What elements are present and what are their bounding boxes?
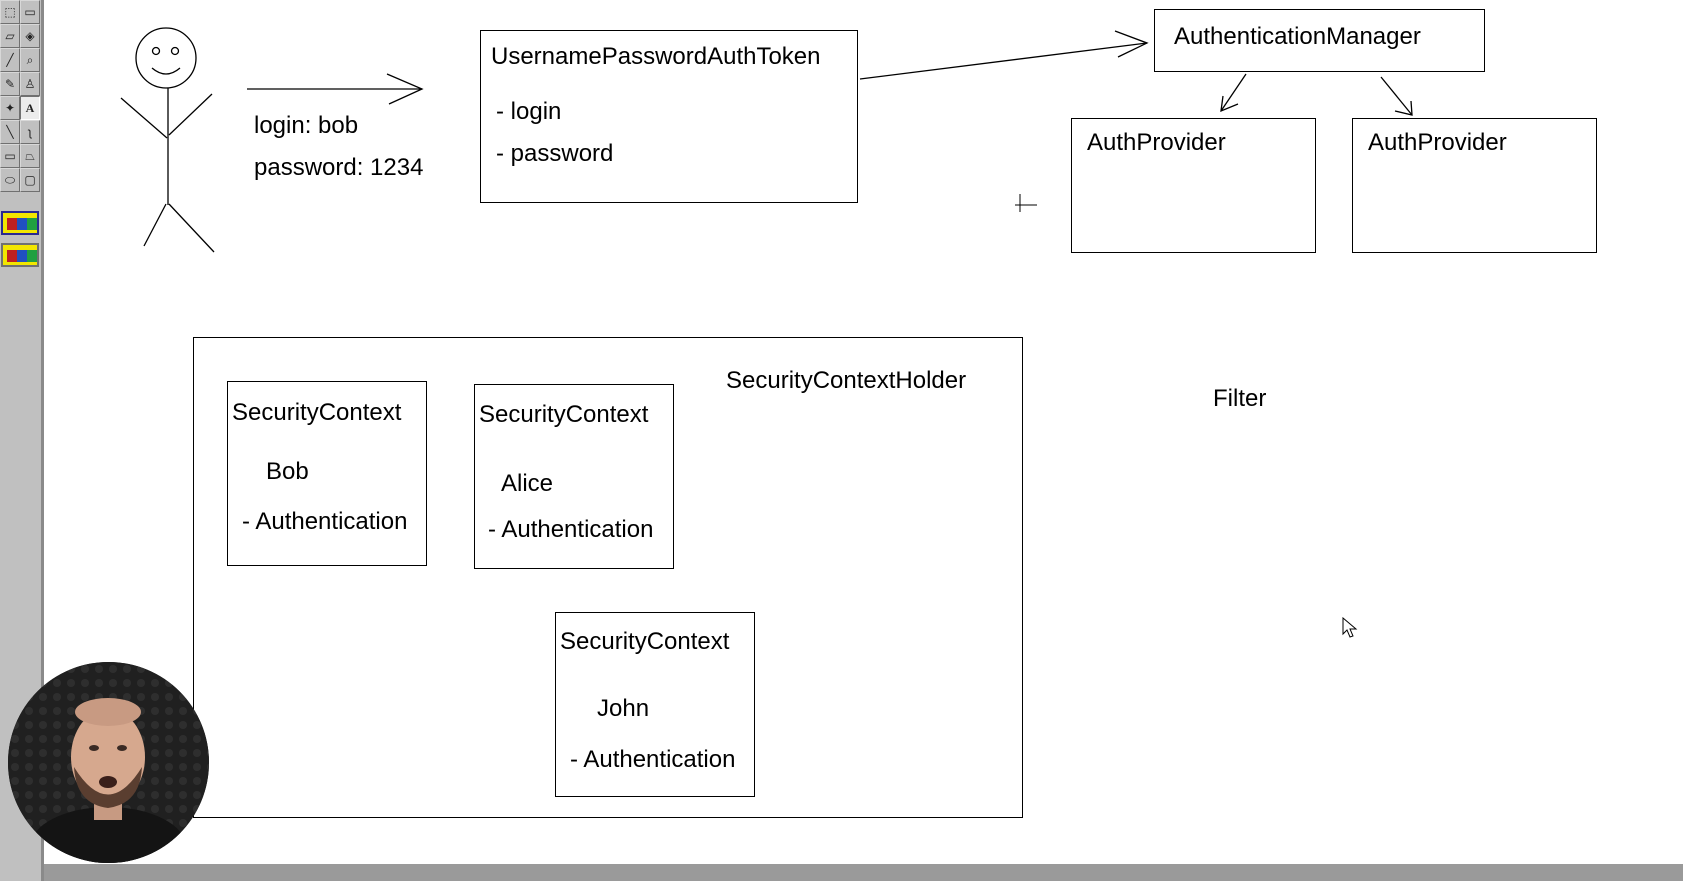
security-context-field-john: - Authentication [570, 746, 736, 773]
crosshair-cursor-icon [1015, 194, 1037, 212]
brush-icon[interactable]: ♙ [20, 72, 40, 96]
security-context-user-alice: Alice [501, 470, 554, 497]
presenter-video-icon [8, 662, 209, 863]
security-context-user-john: John [597, 695, 650, 722]
token-title: UsernamePasswordAuthToken [491, 43, 821, 70]
security-context-user-bob: Bob [266, 458, 309, 485]
security-context-holder-box [193, 337, 1023, 818]
security-context-title-john: SecurityContext [560, 628, 730, 655]
security-context-title-bob: SecurityContext [232, 399, 402, 426]
rectangle-tool-icon[interactable]: ▭ [0, 144, 20, 168]
rect-select-icon[interactable]: ▭ [20, 0, 40, 24]
token-field-login: - login [496, 98, 562, 125]
token-field-password: - password [496, 140, 614, 167]
drawing-canvas[interactable] [47, 0, 1683, 864]
filter-label: Filter [1213, 385, 1267, 412]
magnifier-icon[interactable]: ⌕ [20, 48, 40, 72]
horizontal-scrollbar[interactable] [44, 864, 1683, 881]
airbrush-icon[interactable]: ✦ [0, 96, 20, 120]
auth-provider-box-2 [1352, 118, 1597, 253]
fill-style-transparent-icon[interactable] [1, 243, 39, 267]
free-select-icon[interactable]: ⬚ [0, 0, 20, 24]
security-context-box-john [555, 612, 755, 797]
security-context-holder-title: SecurityContextHolder [726, 367, 967, 394]
arrow-user-to-token [247, 73, 424, 105]
login-label: login: bob [254, 112, 359, 139]
ellipse-tool-icon[interactable]: ⬭ [0, 168, 20, 192]
polygon-tool-icon[interactable]: ⏢ [20, 144, 40, 168]
fill-bucket-icon[interactable]: ◈ [20, 24, 40, 48]
security-context-field-alice: - Authentication [488, 516, 654, 543]
auth-manager-title: AuthenticationManager [1174, 23, 1421, 50]
arrow-manager-to-provider-2 [1380, 76, 1413, 116]
security-context-box-bob [227, 381, 427, 566]
color-picker-icon[interactable]: ╱ [0, 48, 20, 72]
auth-manager-box [1154, 9, 1485, 72]
mouse-pointer-icon [1342, 617, 1358, 638]
text-tool-icon[interactable]: A [20, 96, 40, 120]
eraser-icon[interactable]: ▱ [0, 24, 20, 48]
user-stick-figure-icon [120, 27, 215, 253]
password-label: password: 1234 [254, 154, 424, 181]
token-box [480, 30, 858, 203]
line-tool-icon[interactable]: ╲ [0, 120, 20, 144]
arrow-manager-to-provider-1 [1220, 73, 1247, 113]
security-context-field-bob: - Authentication [242, 508, 408, 535]
security-context-box-alice [474, 384, 674, 569]
security-context-title-alice: SecurityContext [479, 401, 649, 428]
webcam-overlay [8, 662, 209, 863]
pencil-icon[interactable]: ✎ [0, 72, 20, 96]
fill-style-opaque-icon[interactable] [1, 211, 39, 235]
auth-provider-box-1 [1071, 118, 1316, 253]
auth-provider-title-2: AuthProvider [1368, 129, 1507, 156]
arrow-token-to-manager [859, 30, 1149, 80]
auth-provider-title-1: AuthProvider [1087, 129, 1226, 156]
rounded-rect-tool-icon[interactable]: ▢ [20, 168, 40, 192]
curve-tool-icon[interactable]: ʅ [20, 120, 40, 144]
